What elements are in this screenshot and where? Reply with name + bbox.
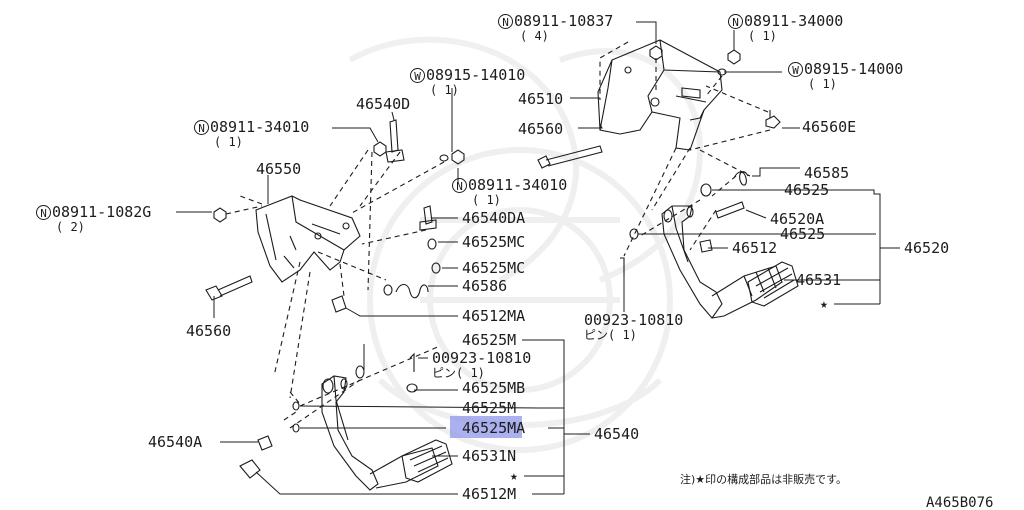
nut-symbol-icon: N (728, 14, 743, 29)
qty-pin-right: ピン( 1) (584, 328, 637, 342)
qty-08915-14010: ( 1) (430, 83, 459, 97)
qty-08911-10837: ( 4) (520, 29, 549, 43)
bolt-46560E-drawing (765, 110, 781, 129)
nut-08911-1082G-drawing (213, 207, 227, 223)
pedal-46540-drawing (321, 375, 439, 491)
stopper-46512MA-drawing (331, 295, 347, 313)
label-46540D: 46540D (356, 95, 411, 113)
label-46525M-2: 46525M (462, 399, 517, 417)
label-46520A: 46520A (770, 210, 825, 228)
washer-symbol-icon: W (410, 68, 425, 83)
bushing-46525M-drawing (292, 365, 365, 433)
label-46512MA: 46512MA (462, 307, 526, 325)
alignment-lines-left (225, 149, 445, 429)
star-icon: ★ (820, 297, 828, 312)
label-46512: 46512 (732, 239, 778, 257)
label-46540DA: 46540DA (462, 209, 526, 227)
label-46586: 46586 (462, 277, 508, 295)
nut-08911-34010-b-drawing (451, 149, 465, 165)
label-46540: 46540 (594, 425, 640, 443)
leader-lines (176, 21, 900, 495)
qty-08911-34010-b: ( 1) (472, 193, 501, 207)
bolt-46560-left-drawing (205, 275, 253, 301)
label-pin-00923-10810-right: 00923-10810 (584, 311, 684, 329)
spring-46586-drawing (383, 283, 429, 299)
qty-08911-1082G: ( 2) (56, 220, 85, 234)
label-46525MC-2: 46525MC (462, 259, 526, 277)
label-46525MB: 46525MB (462, 379, 526, 397)
label-pin-00923-10810-left: 00923-10810 (432, 349, 532, 367)
label-46531: 46531 (796, 271, 842, 289)
qty-08911-34000: ( 1) (748, 29, 777, 43)
pad-46531N-drawing (401, 439, 453, 483)
pedal-46520-drawing (661, 205, 783, 319)
qty-08911-34010-a: ( 1) (214, 135, 243, 149)
pin-right-drawing (620, 257, 625, 276)
stopper-46512-drawing (699, 239, 713, 253)
label-46560E: 46560E (802, 118, 857, 136)
bracket-46550-drawing (255, 195, 361, 283)
label-46585: 46585 (804, 164, 850, 182)
label-46531N: 46531N (462, 447, 517, 465)
label-46525-a: 46525 (784, 181, 830, 199)
label-46525-b: 46525 (780, 225, 826, 243)
star-icon: ★ (510, 469, 518, 484)
label-46525M-1: 46525M (462, 331, 517, 349)
label-46520: 46520 (904, 239, 950, 257)
washer-08915-14010-drawing (439, 154, 449, 162)
nut-symbol-icon: N (194, 120, 209, 135)
nut-08911-34000-drawing (727, 49, 741, 65)
label-46560-top: 46560 (518, 120, 564, 138)
label-46540A: 46540A (148, 433, 203, 451)
spring-46585-drawing (733, 171, 749, 186)
label-46512M: 46512M (462, 485, 517, 503)
diagram-code: A465B076 (926, 495, 994, 510)
bolt-46520A-drawing (715, 201, 745, 219)
nut-symbol-icon: N (498, 14, 513, 29)
label-46525MC-1: 46525MC (462, 233, 526, 251)
qty-08915-14000: ( 1) (808, 77, 837, 91)
bolt-46540D-drawing (385, 119, 405, 163)
pin-left-drawing (409, 352, 415, 372)
nut-08911-10837-drawing (649, 45, 663, 61)
label-46560-left: 46560 (186, 322, 232, 340)
bolt-46540A-drawing (257, 435, 273, 451)
nut-symbol-icon: N (452, 178, 467, 193)
bushing-46525MC-drawing (427, 238, 441, 274)
bracket-46510-drawing (597, 39, 723, 151)
pad-46531-drawing (747, 261, 799, 307)
label-46510: 46510 (518, 90, 564, 108)
nut-08911-34010-a-drawing (373, 141, 387, 157)
bolt-46540DA-drawing (419, 205, 437, 231)
bolt-46560-top-drawing (537, 145, 603, 169)
nut-symbol-icon: N (36, 205, 51, 220)
label-46550: 46550 (256, 160, 302, 178)
bushing-46525MB-drawing (406, 383, 418, 393)
washer-symbol-icon: W (788, 62, 803, 77)
label-46525MA: 46525MA (462, 419, 526, 437)
stopper-46512M-drawing (239, 459, 261, 479)
qty-pin-left: ピン( 1) (432, 366, 485, 380)
non-sale-note: 注)★印の構成部品は非販売です。 (680, 473, 848, 486)
highlight-box (450, 416, 522, 438)
